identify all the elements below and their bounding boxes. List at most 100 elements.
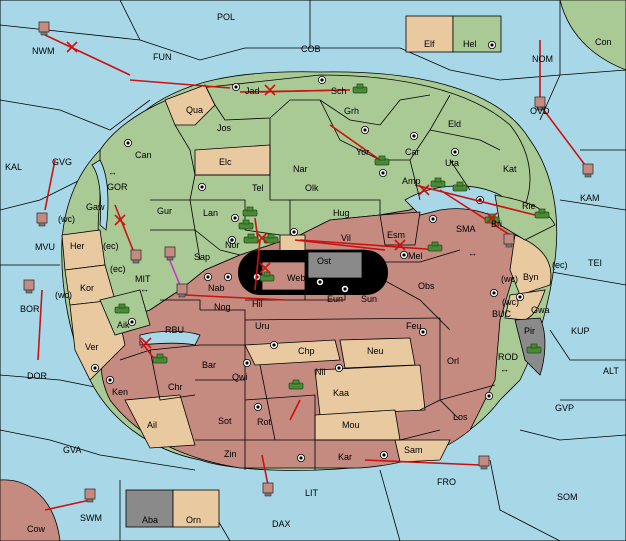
province-label-hil: Hil [252, 299, 263, 309]
province-label-gur: Gur [157, 206, 172, 216]
supply-center [223, 272, 232, 281]
army-unit[interactable] [288, 379, 304, 390]
legend-aba-box [125, 489, 174, 528]
army-unit[interactable] [238, 219, 254, 230]
province-label-web: Web [287, 273, 305, 283]
sea-label-fun: FUN [153, 52, 172, 62]
army-unit[interactable] [242, 206, 258, 217]
fleet-unit[interactable] [503, 233, 515, 248]
army-unit[interactable] [427, 241, 443, 252]
province-label-sap: Sap [194, 252, 210, 262]
province-kaa[interactable] [314, 364, 426, 416]
army-unit[interactable] [243, 233, 259, 244]
legend-hel: Hel [463, 39, 477, 49]
province-label-mou: Mou [342, 420, 360, 430]
province-label-kaa: Kaa [333, 388, 349, 398]
supply-center [340, 284, 349, 293]
supply-center [317, 76, 326, 85]
supply-center [418, 327, 427, 336]
province-label-sch: Sch [331, 86, 347, 96]
supply-center [399, 250, 408, 259]
fleet-unit[interactable] [176, 283, 188, 298]
supply-center [230, 213, 239, 222]
province-label-ost: Ost [317, 256, 332, 266]
province-label-hug: Hug [333, 208, 350, 218]
failed-order-mark [66, 41, 78, 53]
supply-center [315, 277, 324, 286]
province-label-vil: Vil [341, 233, 351, 243]
fleet-unit[interactable] [23, 279, 35, 294]
army-unit[interactable] [114, 303, 130, 314]
province-label-bar: Bar [202, 360, 216, 370]
fleet-unit[interactable] [36, 212, 48, 227]
sea-label-alt: ALT [603, 366, 619, 376]
province-label-elc: Elc [219, 157, 232, 167]
army-unit[interactable] [452, 181, 468, 192]
army-unit[interactable] [430, 177, 446, 188]
legend-elf-box [405, 15, 454, 53]
coast-tag-wc_kor: (wc) [55, 290, 72, 300]
province-label-nar: Nar [293, 164, 308, 174]
supply-center [91, 363, 100, 372]
province-pir[interactable] [514, 317, 546, 376]
sea-label-buc: BUC [492, 309, 512, 319]
province-label-amp: Amp [402, 176, 421, 186]
province-esm[interactable] [379, 211, 421, 246]
units [23, 21, 594, 503]
supply-center [516, 292, 525, 301]
province-label-jad: Jad [245, 86, 260, 96]
province-chp[interactable] [244, 339, 341, 366]
army-unit[interactable] [152, 353, 168, 364]
province-ost-top[interactable] [307, 251, 363, 279]
fleet-unit[interactable] [130, 249, 142, 264]
sea-label-kam: KAM [580, 193, 600, 203]
province-label-bri: Bri [491, 219, 502, 229]
sea-label-rbu: RBU [165, 325, 184, 335]
province-label-kar: Kar [338, 452, 352, 462]
sea-gor-channel[interactable] [91, 159, 109, 231]
province-label-byn: Byn [523, 272, 539, 282]
province-label-eld: Eld [448, 119, 461, 129]
army-unit[interactable] [534, 208, 550, 219]
province-label-ail: Ail [147, 420, 157, 430]
failed-order-mark [140, 337, 152, 349]
coast-tag-layer: (wc)(ec)(ec)(wc)(wc)(ec)(wc) [55, 214, 568, 307]
fleet-unit[interactable] [534, 96, 546, 111]
province-label-neu: Neu [367, 346, 384, 356]
province-label-rot: Rot [257, 417, 272, 427]
province-sam[interactable] [394, 439, 451, 463]
sea-label-nom: NOM [532, 54, 553, 64]
province-elc[interactable] [194, 144, 271, 176]
province-qua[interactable] [164, 84, 216, 126]
province-label-nil: Nil [315, 367, 326, 377]
fleet-unit[interactable] [262, 482, 274, 497]
province-label-gaw: Gaw [86, 202, 105, 212]
supply-center [360, 126, 369, 135]
fleet-unit[interactable] [582, 163, 594, 178]
province-label-feu: Feu [406, 321, 422, 331]
fleet-unit[interactable] [38, 21, 50, 36]
army-unit[interactable] [259, 271, 275, 282]
legend-aba: Aba [142, 515, 158, 525]
failed-order-mark [486, 212, 498, 224]
army-unit[interactable] [374, 155, 390, 166]
army-unit[interactable] [352, 83, 368, 94]
sea-label-sma: SMA [456, 224, 476, 234]
fleet-unit[interactable] [164, 246, 176, 261]
sea-label-cob: COB [301, 44, 321, 54]
sea-label-layer: POLFUNCOBNOMOVDConKALGORMVUKAMSMATEIMITB… [5, 12, 619, 529]
supply-center [450, 147, 459, 156]
province-label-uru: Uru [255, 321, 270, 331]
fleet-unit[interactable] [478, 455, 490, 470]
province-ail[interactable] [124, 394, 196, 449]
army-unit[interactable] [526, 343, 542, 354]
fleet-unit[interactable] [84, 488, 96, 503]
sea-rbu-channel[interactable] [139, 330, 201, 346]
sea-label-con: Con [595, 37, 612, 47]
province-label-ken: Ken [112, 387, 128, 397]
supply-center [487, 41, 496, 50]
sea-label-ovd: OVD [530, 106, 550, 116]
supply-center [409, 131, 418, 140]
